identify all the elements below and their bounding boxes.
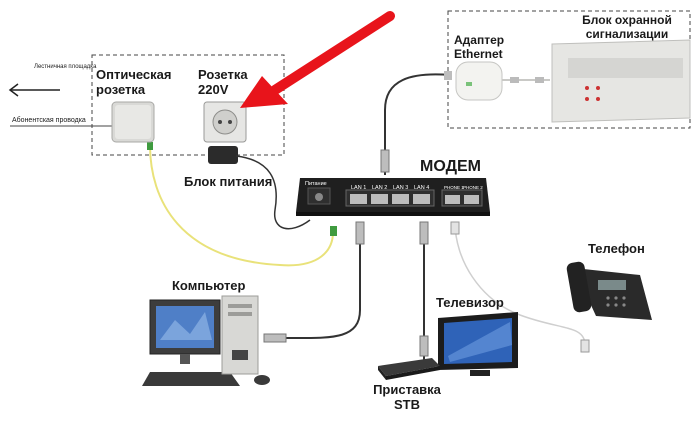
lan2-label: LAN 2 [372,185,388,191]
tv-label: Телевизор [436,295,504,310]
optical-socket-label: Оптическая розетка [96,67,172,97]
power-supply-icon [208,146,238,164]
stb-icon [378,358,440,376]
keyboard-icon [142,372,240,386]
stb-label: Приставка STB [373,382,441,412]
red-pointer-arrow [270,11,395,95]
optical-cable [149,144,334,267]
phone2-port [464,195,479,204]
alarm-unit-icon [551,39,691,123]
system-unit-icon [221,295,259,375]
modem-label: МОДЕМ [420,158,481,175]
optical-connector [147,142,153,150]
lan3-label: LAN 3 [393,185,409,191]
lan1-port [350,194,367,204]
phone-label: Телефон [588,241,645,256]
computer-cable [272,222,361,340]
lan2-port [371,194,388,204]
wall-sockets-box [91,54,285,156]
mouse-icon [254,375,270,385]
stairwell-label: Лестничная площадка [34,64,97,70]
lan4-label: LAN 4 [414,185,430,191]
alarm-unit-label: Блок охранной сигнализации [582,13,672,41]
lan1-label: LAN 1 [351,185,367,191]
alarm-system-box [447,10,691,129]
lan3-port [392,194,409,204]
handset-icon [566,261,592,313]
stairwell-arrowhead [8,83,19,97]
power-cable [235,155,311,230]
subscriber-wire-label: Абонентская проводка [12,117,86,124]
telephone-icon [574,268,652,320]
optical-connector-modem [330,226,337,236]
phone1-port [445,195,460,204]
ethernet-adapter-label: Адаптер Ethernet [454,33,505,61]
modem-power-label: Питание [305,181,327,187]
power-supply-label: Блок питания [184,174,273,189]
phone2-label: PHONE 2 [463,185,483,190]
power-socket-label: Розетка 220V [198,67,248,97]
computer-label: Компьютер [172,278,246,293]
red-arrowhead [240,76,288,108]
phone-cord [454,221,586,346]
ethernet-adapter-icon [455,61,503,101]
lan4-port [413,194,430,204]
phone1-label: PHONE 1 [444,185,464,190]
adapter-modem-cable [384,73,451,175]
